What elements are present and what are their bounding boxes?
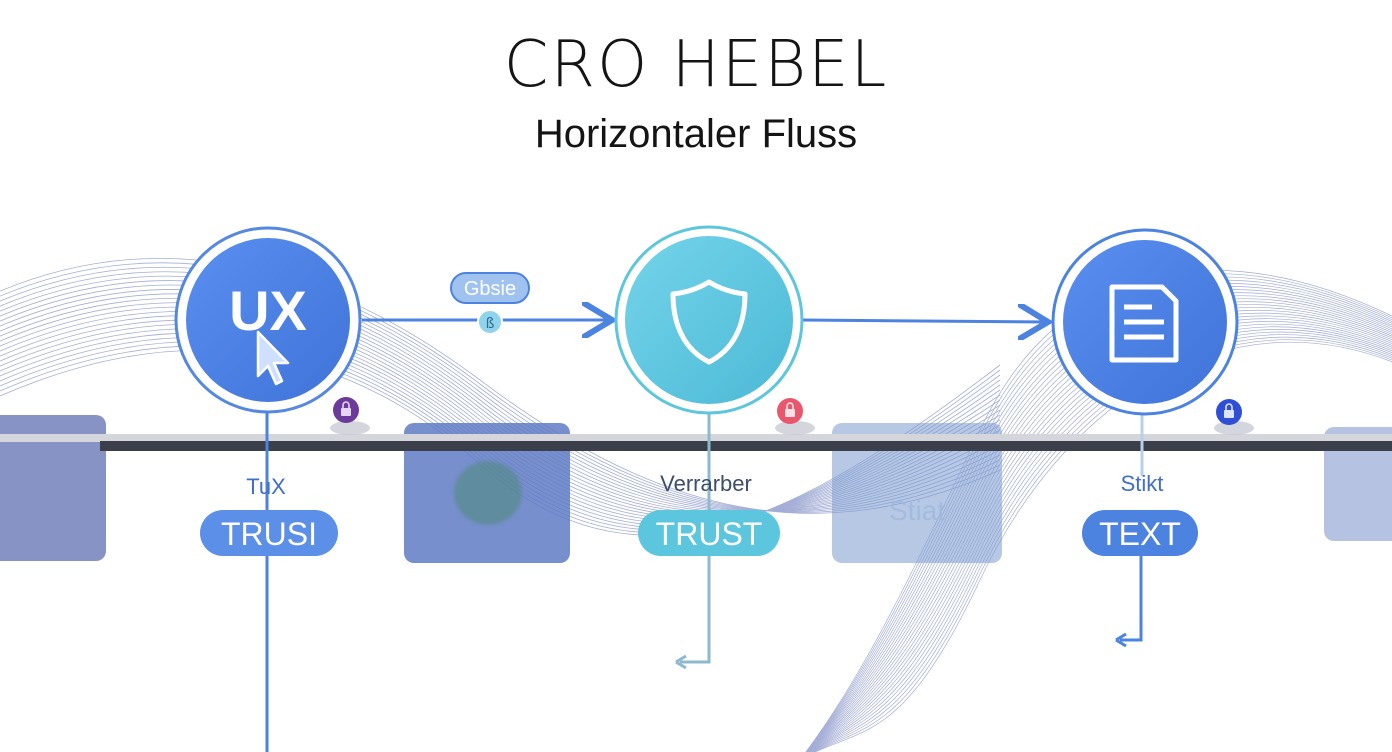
cursor-arrow-icon <box>256 330 290 386</box>
pill-text-bg <box>1082 510 1198 556</box>
node-trust[interactable] <box>614 225 804 415</box>
wave-line <box>0 275 1001 512</box>
page-title: CRO HEBEL <box>503 28 889 102</box>
wave-line <box>0 262 1001 513</box>
drop-line-text <box>1120 556 1143 642</box>
pill-ux-bg <box>200 510 338 556</box>
badge-label: Gbsie <box>464 278 516 300</box>
node-text-small-label: Stikt <box>1121 471 1164 496</box>
wave-line <box>0 293 1001 513</box>
page-subtitle: Horizontaler Fluss <box>534 112 858 156</box>
connector-trust-text <box>801 320 1048 322</box>
card-left <box>0 415 106 561</box>
badge-dot-label: ß <box>486 316 495 332</box>
wave-line <box>805 276 1392 752</box>
background-cards: Stiat <box>0 415 1392 563</box>
wave-line <box>0 266 1001 512</box>
rail <box>0 434 1392 451</box>
wave-line <box>806 283 1392 752</box>
wave-line <box>805 270 1392 752</box>
card-label: Stiat <box>889 495 945 526</box>
wave-line <box>812 336 1392 752</box>
wave-line <box>814 341 1392 752</box>
node-text[interactable] <box>1051 228 1239 416</box>
badge-pill <box>450 272 530 304</box>
pill-text[interactable]: TEXT <box>1082 510 1198 556</box>
drop-arrow-trust <box>675 654 687 670</box>
card-blob <box>454 461 522 525</box>
lock-markers <box>330 397 1254 435</box>
wave-line <box>0 284 1001 512</box>
document-icon <box>1109 284 1179 363</box>
drop-arrow-text <box>1115 632 1127 648</box>
shield-icon <box>670 279 748 365</box>
rail-bar <box>100 441 1392 451</box>
badge-dot <box>477 309 503 335</box>
node-ux[interactable]: UX <box>174 226 362 414</box>
pill-trust-bg <box>638 510 780 556</box>
pill-text-label: TEXT <box>1099 516 1181 552</box>
pill-ux[interactable]: TRUSI <box>200 510 338 556</box>
pill-ux-label: TRUSI <box>221 516 317 552</box>
node-trust-small-label: Verrarber <box>660 471 752 496</box>
wave-line <box>0 297 1001 514</box>
node-trust-circle <box>625 236 793 404</box>
pill-trust-label: TRUST <box>656 516 763 552</box>
pill-trust[interactable]: TRUST <box>638 510 780 556</box>
wave-line <box>0 271 1001 512</box>
card-right <box>1324 427 1392 541</box>
node-ux-icon-text: UX <box>229 279 307 342</box>
wave-line <box>805 273 1392 752</box>
card-center-right <box>832 423 1002 563</box>
wave-line <box>0 258 1001 514</box>
rail-top <box>0 434 1392 442</box>
wave-line <box>812 334 1392 752</box>
connector-badge: Gbsie ß <box>450 272 530 335</box>
node-ux-small-label: TuX <box>246 474 286 499</box>
wave-line <box>0 289 1001 512</box>
wave-line <box>0 302 1001 515</box>
wave-line <box>813 339 1392 752</box>
wave-line <box>0 280 1001 512</box>
node-ux-circle <box>186 238 350 402</box>
drop-line-trust <box>680 410 711 664</box>
